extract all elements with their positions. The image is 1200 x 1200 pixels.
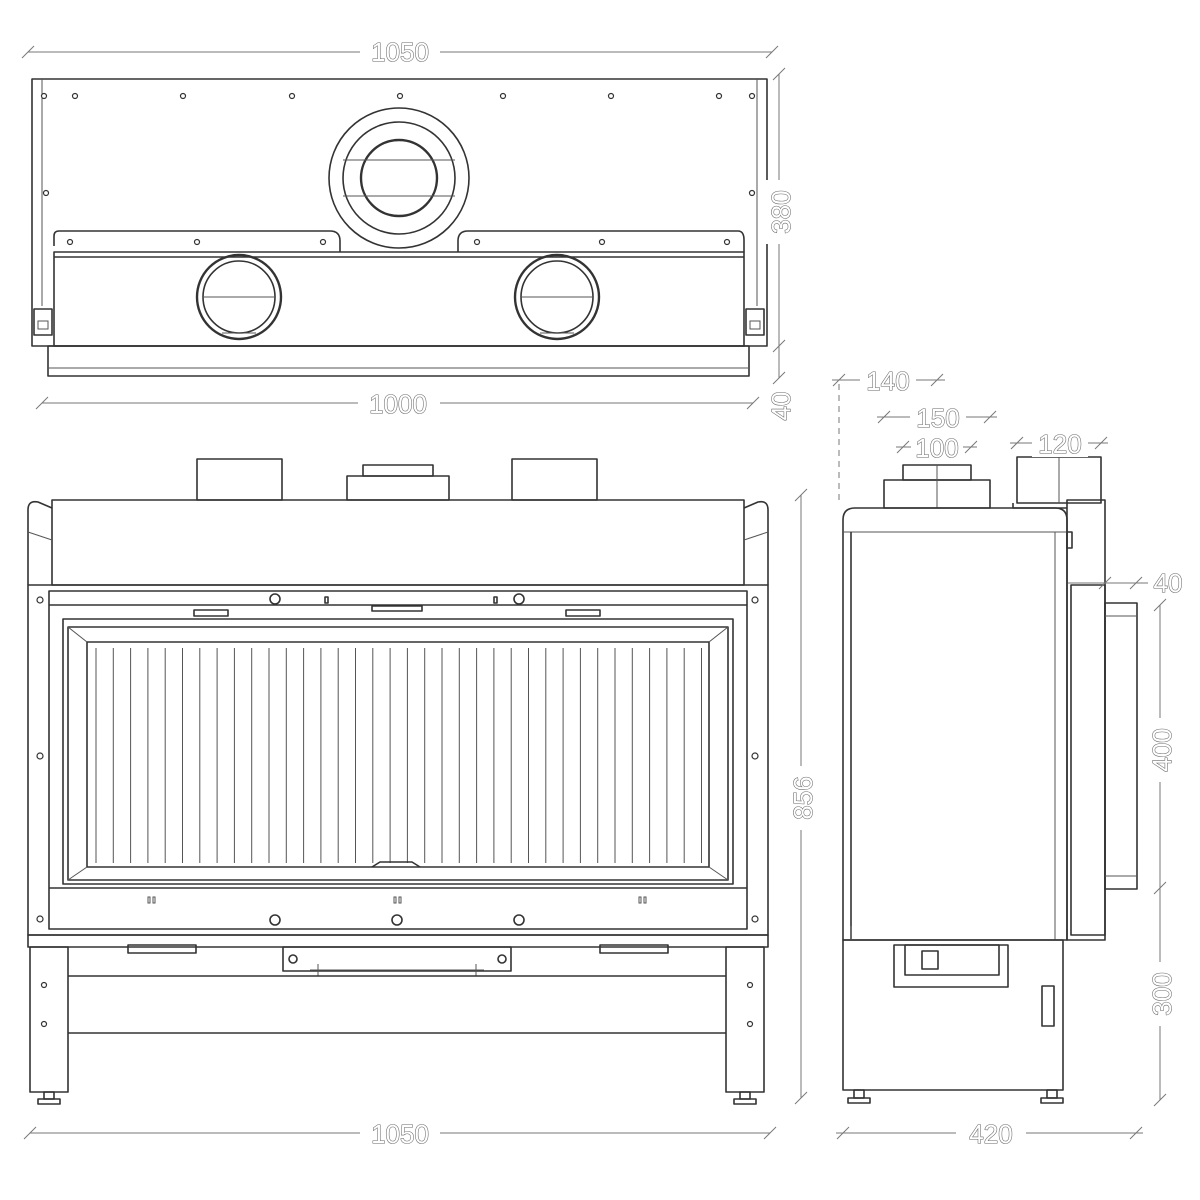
dim-top-width: 1050 <box>371 37 429 67</box>
dim-side-outlet: 120 <box>1038 429 1081 459</box>
bottom-clips <box>147 896 647 904</box>
dim-side-door: 400 <box>1147 728 1177 771</box>
front-view <box>27 458 769 1105</box>
top-rivets <box>40 92 756 197</box>
dim-top-inner-width: 1000 <box>369 389 427 419</box>
dim-front-height: 856 <box>788 776 818 819</box>
dim-front-width: 1050 <box>371 1119 429 1149</box>
dim-side-offset: 140 <box>866 366 909 396</box>
top-view <box>31 78 768 377</box>
dim-side-depth: 420 <box>969 1119 1012 1149</box>
dim-side-step: 40 <box>1154 568 1183 598</box>
dim-side-flue: 100 <box>915 433 958 463</box>
dim-top-lip: 40 <box>766 392 796 421</box>
side-view <box>838 384 1138 1104</box>
top-flue-collar <box>328 107 470 249</box>
top-duct-left <box>195 253 283 341</box>
top-duct-right <box>513 253 601 341</box>
firebox-ribs <box>95 648 702 863</box>
dim-side-base: 300 <box>1147 972 1177 1015</box>
dim-side-collar: 150 <box>916 403 959 433</box>
dim-top-depth: 380 <box>766 190 796 233</box>
dimension-labels: 1050 380 40 1000 856 1050 140 150 100 12… <box>358 36 1186 1150</box>
